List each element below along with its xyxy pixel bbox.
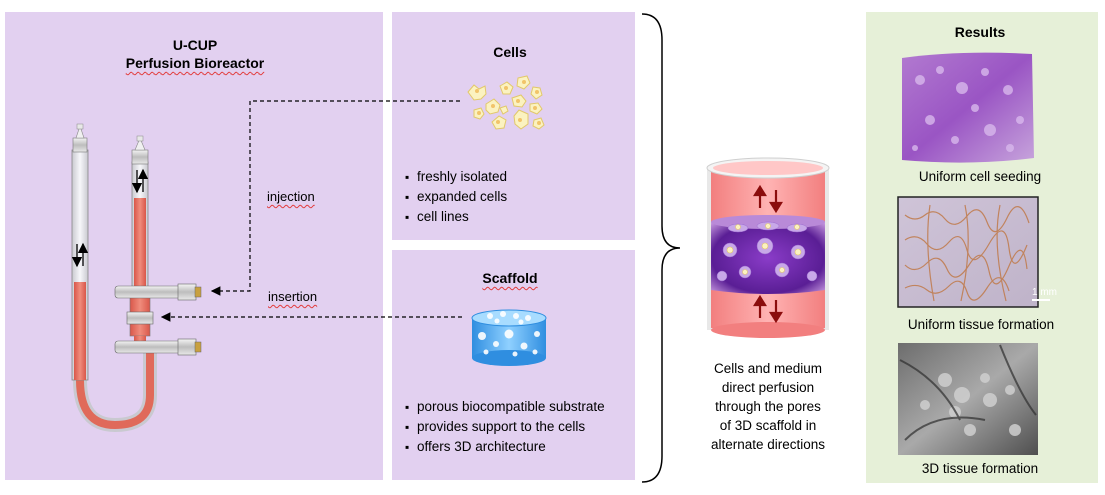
scaffold-list-item: porous biocompatible substrate: [405, 397, 605, 417]
perfusion-caption-line: of 3D scaffold in: [719, 418, 817, 433]
flow-arrows-icon: [71, 168, 149, 268]
insertion-label: insertion: [268, 289, 318, 304]
curly-brace: [641, 13, 681, 483]
perfusion-caption: Cells and medium direct perfusion throug…: [690, 359, 846, 454]
bioreactor-title-line1: U-CUP: [172, 37, 218, 53]
perfusion-caption-line: direct perfusion: [721, 380, 815, 395]
perfusion-caption-line: Cells and medium: [713, 361, 823, 376]
injection-label: injection: [267, 189, 315, 204]
result-photo-tissue-formation: [897, 196, 1050, 308]
cells-list-item: freshly isolated: [405, 167, 507, 187]
perfusion-caption-line: alternate directions: [710, 437, 826, 452]
perfusion-arrows-icon: [753, 184, 783, 324]
scale-bar-label: 1 mm: [1032, 287, 1057, 298]
perfusion-cylinder: [706, 157, 830, 338]
result-caption: Uniform tissue formation: [907, 317, 1055, 332]
result-caption: 3D tissue formation: [921, 461, 1039, 476]
scaffold-icon: [471, 309, 547, 366]
bioreactor-title-line2: Perfusion Bioreactor: [125, 55, 265, 71]
results-title: Results: [954, 24, 1006, 40]
result-photo-3d-tissue: [898, 343, 1038, 455]
scaffold-list-item: provides support to the cells: [405, 417, 605, 437]
result-caption: Uniform cell seeding: [918, 169, 1042, 184]
cells-list-item: expanded cells: [405, 187, 507, 207]
scaffold-list: porous biocompatible substrate provides …: [405, 397, 605, 457]
cells-cluster-icon: [467, 75, 545, 130]
perfusion-caption-line: through the pores: [715, 399, 821, 414]
cells-list-item: cell lines: [405, 207, 507, 227]
cells-title: Cells: [493, 44, 527, 60]
result-photo-cell-seeding: [902, 52, 1034, 163]
bioreactor-panel: [5, 12, 383, 480]
cells-list: freshly isolated expanded cells cell lin…: [405, 167, 507, 227]
u-cup-device: [71, 123, 202, 433]
injection-arrow: [210, 100, 460, 296]
bioreactor-title: U-CUP Perfusion Bioreactor: [95, 36, 295, 72]
scaffold-title-text: Scaffold: [482, 270, 538, 286]
scaffold-title: Scaffold: [450, 270, 570, 286]
scaffold-list-item: offers 3D architecture: [405, 437, 605, 457]
